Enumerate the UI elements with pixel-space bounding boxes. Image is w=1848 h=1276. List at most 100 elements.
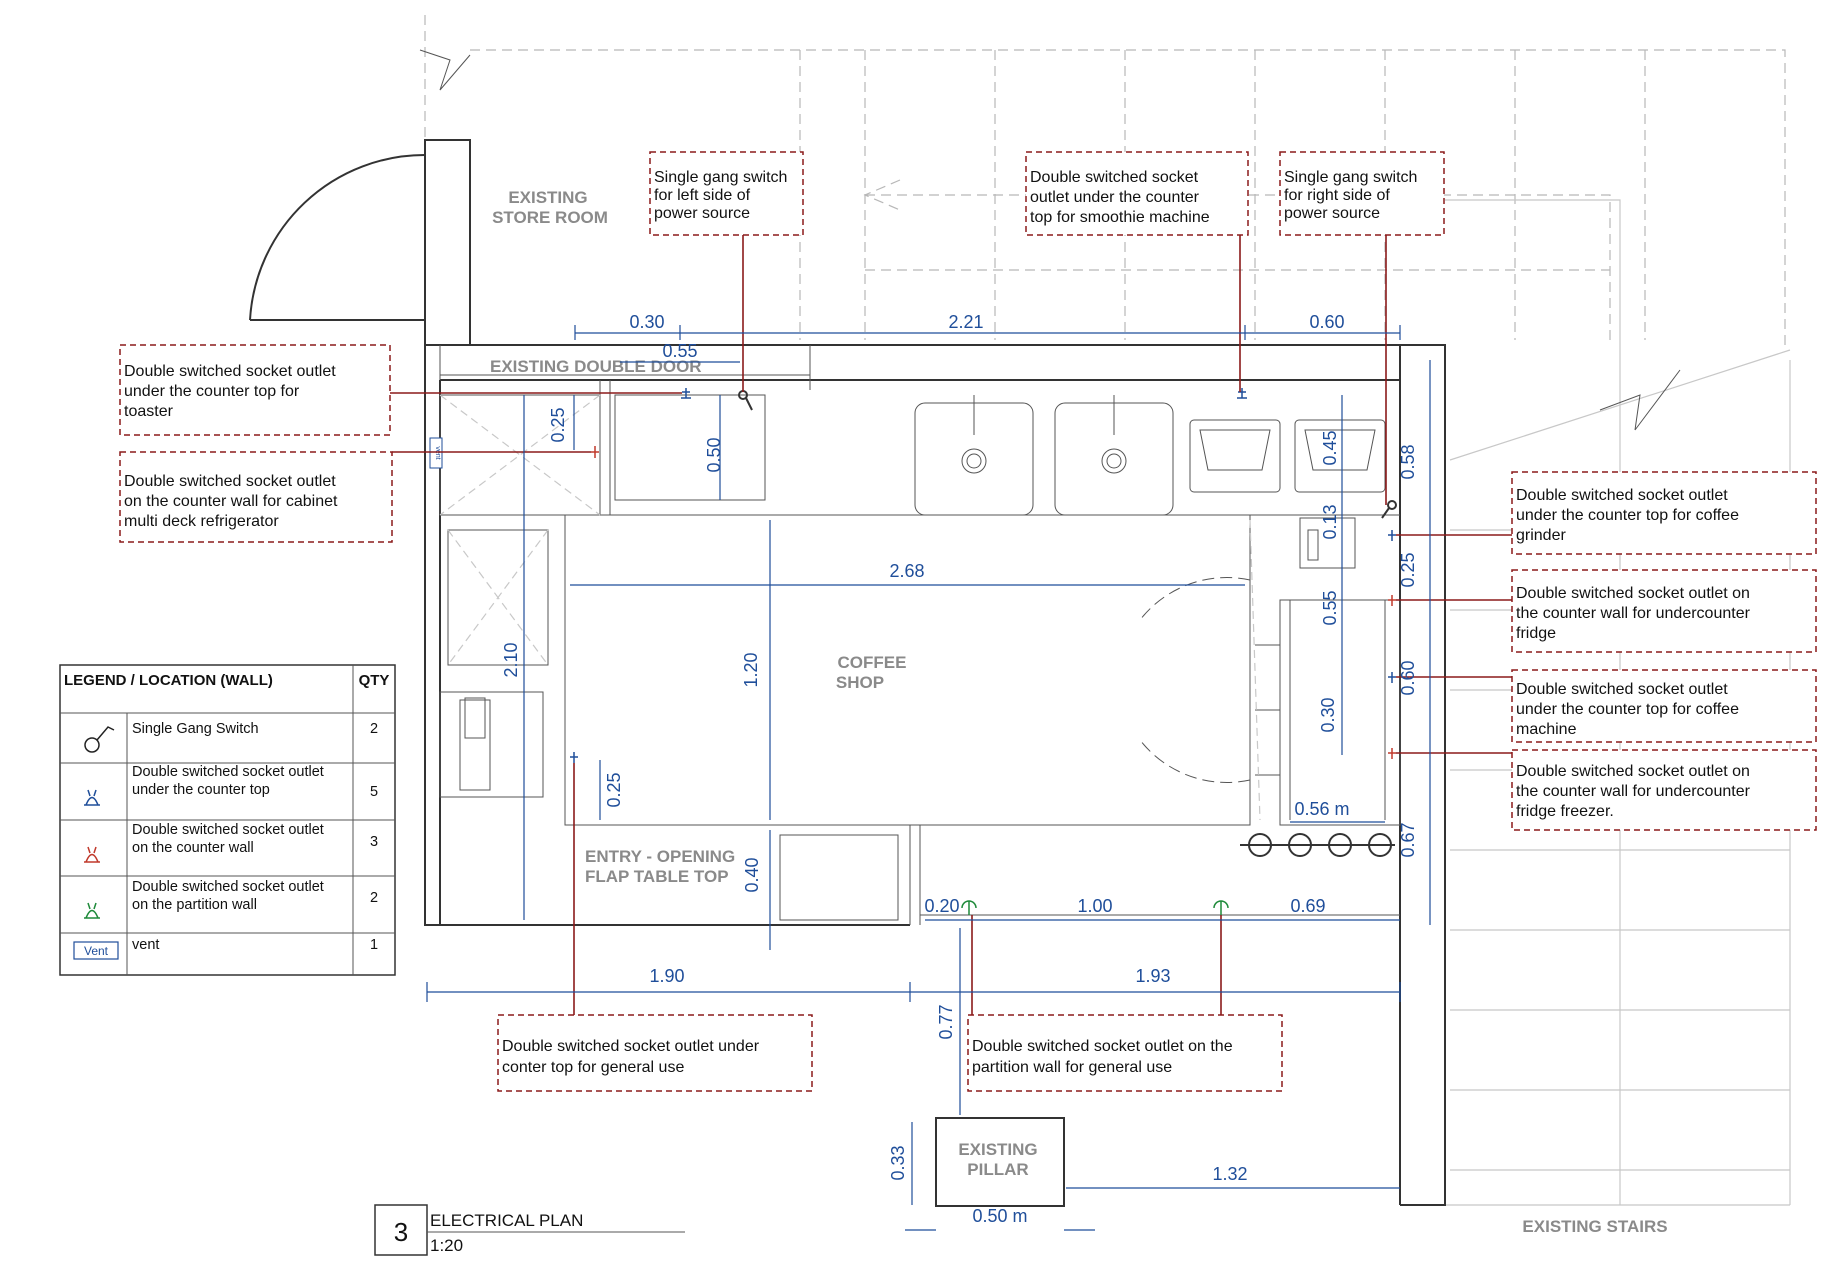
svg-text:Double switched socket outlet: Double switched socket outlet on (1516, 763, 1750, 780)
svg-text:for right side of: for right side of (1284, 187, 1390, 204)
dim-058: 0.58 (1398, 444, 1418, 479)
legend-row-counter-wall: Double switched socket outlet on the cou… (84, 822, 378, 863)
svg-text:3: 3 (370, 834, 378, 850)
svg-text:Double switched socket outlet: Double switched socket outlet (132, 879, 324, 895)
svg-text:Single Gang Switch: Single Gang Switch (132, 721, 259, 737)
socket-toaster-icon (681, 388, 691, 399)
dim-050m: 0.50 m (972, 1206, 1027, 1226)
coffee-shop-label-1: COFFEE (838, 653, 907, 672)
legend-table: LEGEND / LOCATION (WALL) QTY Single Gang… (59, 664, 396, 976)
pillar-label-1: EXISTING (958, 1140, 1037, 1159)
svg-text:power source: power source (654, 205, 750, 222)
svg-text:fridge: fridge (1516, 625, 1556, 642)
dim-060-right: 0.60 (1398, 660, 1418, 695)
note-partition: Double switched socket outlet on the par… (967, 1014, 1283, 1092)
svg-text:Double switched socket: Double switched socket (1030, 169, 1199, 186)
switch-right-icon (1387, 500, 1397, 510)
drawing-number: 3 (394, 1217, 408, 1247)
svg-text:the counter wall for undercoun: the counter wall for undercounter (1516, 605, 1751, 622)
svg-text:on the counter wall for cabine: on the counter wall for cabinet (124, 493, 338, 510)
note-coffee-machine: Double switched socket outlet under the … (1511, 669, 1817, 743)
legend-row-partition-wall: Double switched socket outlet on the par… (84, 879, 378, 919)
legend-header: LEGEND / LOCATION (WALL) (64, 672, 273, 689)
stairs-label: EXISTING STAIRS (1522, 1217, 1667, 1236)
svg-text:Double switched socket outlet: Double switched socket outlet (132, 822, 324, 838)
entry-label-2: FLAP TABLE TOP (585, 867, 729, 886)
svg-text:Double switched socket outlet: Double switched socket outlet (132, 764, 324, 780)
dim-120: 1.20 (741, 652, 761, 687)
svg-text:2: 2 (370, 890, 378, 906)
svg-text:Double switched socket outlet: Double switched socket outlet on the (972, 1038, 1233, 1055)
svg-text:Double switched socket outlet: Double switched socket outlet (1516, 681, 1728, 698)
fixtures (439, 394, 1395, 1207)
svg-text:Double switched socket outlet: Double switched socket outlet (124, 473, 336, 490)
svg-text:2: 2 (370, 721, 378, 737)
store-room-door (249, 139, 471, 346)
svg-text:5: 5 (370, 784, 378, 800)
note-undercounter-fridge: Double switched socket outlet on the cou… (1511, 569, 1817, 653)
dim-221: 2.21 (948, 312, 983, 332)
plan-symbols (570, 388, 1397, 915)
dim-030-right: 0.30 (1318, 697, 1338, 732)
vent-tag-label: vent (434, 446, 441, 459)
dim-056: 0.56 m (1294, 799, 1349, 819)
dim-020: 0.20 (924, 896, 959, 916)
svg-text:top for smoothie machine: top for smoothie machine (1030, 209, 1210, 226)
note-refrigerator: Double switched socket outlet on the cou… (119, 451, 393, 543)
svg-text:Double switched socket outlet: Double switched socket outlet (124, 363, 336, 380)
svg-text:the counter wall for undercoun: the counter wall for undercounter (1516, 783, 1751, 800)
title-block: 3 ELECTRICAL PLAN 1:20 (374, 1204, 685, 1256)
drawing-title: ELECTRICAL PLAN (430, 1211, 583, 1230)
svg-text:vent: vent (132, 937, 159, 953)
dim-077: 0.77 (936, 1004, 956, 1039)
dim-013: 0.13 (1320, 504, 1340, 539)
dim-069: 0.69 (1290, 896, 1325, 916)
legend-row-switch: Single Gang Switch 2 (84, 721, 378, 753)
dim-067: 0.67 (1398, 822, 1418, 857)
svg-text:Double switched socket outlet: Double switched socket outlet (1516, 487, 1728, 504)
dim-045: 0.45 (1320, 430, 1340, 465)
legend-row-under-counter: Double switched socket outlet under the … (84, 764, 378, 806)
dim-030: 0.30 (629, 312, 664, 332)
dim-055: 0.55 (662, 341, 697, 361)
leader-lines (390, 235, 1512, 1015)
vent-tag: vent (429, 437, 443, 469)
note-left-switch: Single gang switch for left side of powe… (649, 151, 804, 236)
dim-190: 1.90 (649, 966, 684, 986)
svg-text:power source: power source (1284, 205, 1380, 222)
drawing-scale: 1:20 (430, 1236, 463, 1255)
note-smoothie: Double switched socket outlet under the … (1025, 151, 1249, 236)
socket-counter-wall-icon (84, 846, 100, 863)
note-general-under: Double switched socket outlet under cont… (497, 1014, 813, 1092)
svg-text:for left side of: for left side of (654, 187, 751, 204)
svg-text:toaster: toaster (124, 403, 174, 420)
single-gang-switch-icon (84, 737, 100, 753)
dim-268: 2.68 (889, 561, 924, 581)
dim-025-left: 0.25 (548, 407, 568, 442)
note-fridge-freezer: Double switched socket outlet on the cou… (1511, 749, 1817, 831)
svg-text:machine: machine (1516, 721, 1577, 738)
dim-025-right: 0.25 (1398, 552, 1418, 587)
dim-100: 1.00 (1077, 896, 1112, 916)
store-room-label-2: STORE ROOM (492, 208, 608, 227)
dim-040: 0.40 (742, 857, 762, 892)
svg-text:multi deck refrigerator: multi deck refrigerator (124, 513, 279, 530)
svg-text:on the partition wall: on the partition wall (132, 897, 257, 913)
svg-text:under the counter top for: under the counter top for (124, 383, 300, 400)
coffee-shop-label-2: SHOP (836, 673, 884, 692)
store-room-label-1: EXISTING (508, 188, 587, 207)
svg-text:fridge freezer.: fridge freezer. (1516, 803, 1614, 820)
svg-text:Vent: Vent (84, 944, 109, 958)
socket-freezer-icon (1388, 748, 1396, 759)
socket-smoothie-icon (1237, 388, 1247, 399)
dim-193: 1.93 (1135, 966, 1170, 986)
legend-qty-header: QTY (359, 672, 390, 689)
svg-text:under the counter top: under the counter top (132, 782, 270, 798)
svg-text:on the counter wall: on the counter wall (132, 840, 254, 856)
socket-grinder-icon (1388, 530, 1396, 541)
socket-general-icon (570, 752, 578, 763)
svg-text:Single gang switch: Single gang switch (1284, 169, 1417, 186)
svg-text:under the counter top for coff: under the counter top for coffee (1516, 507, 1739, 524)
dim-025-bottom: 0.25 (604, 772, 624, 807)
